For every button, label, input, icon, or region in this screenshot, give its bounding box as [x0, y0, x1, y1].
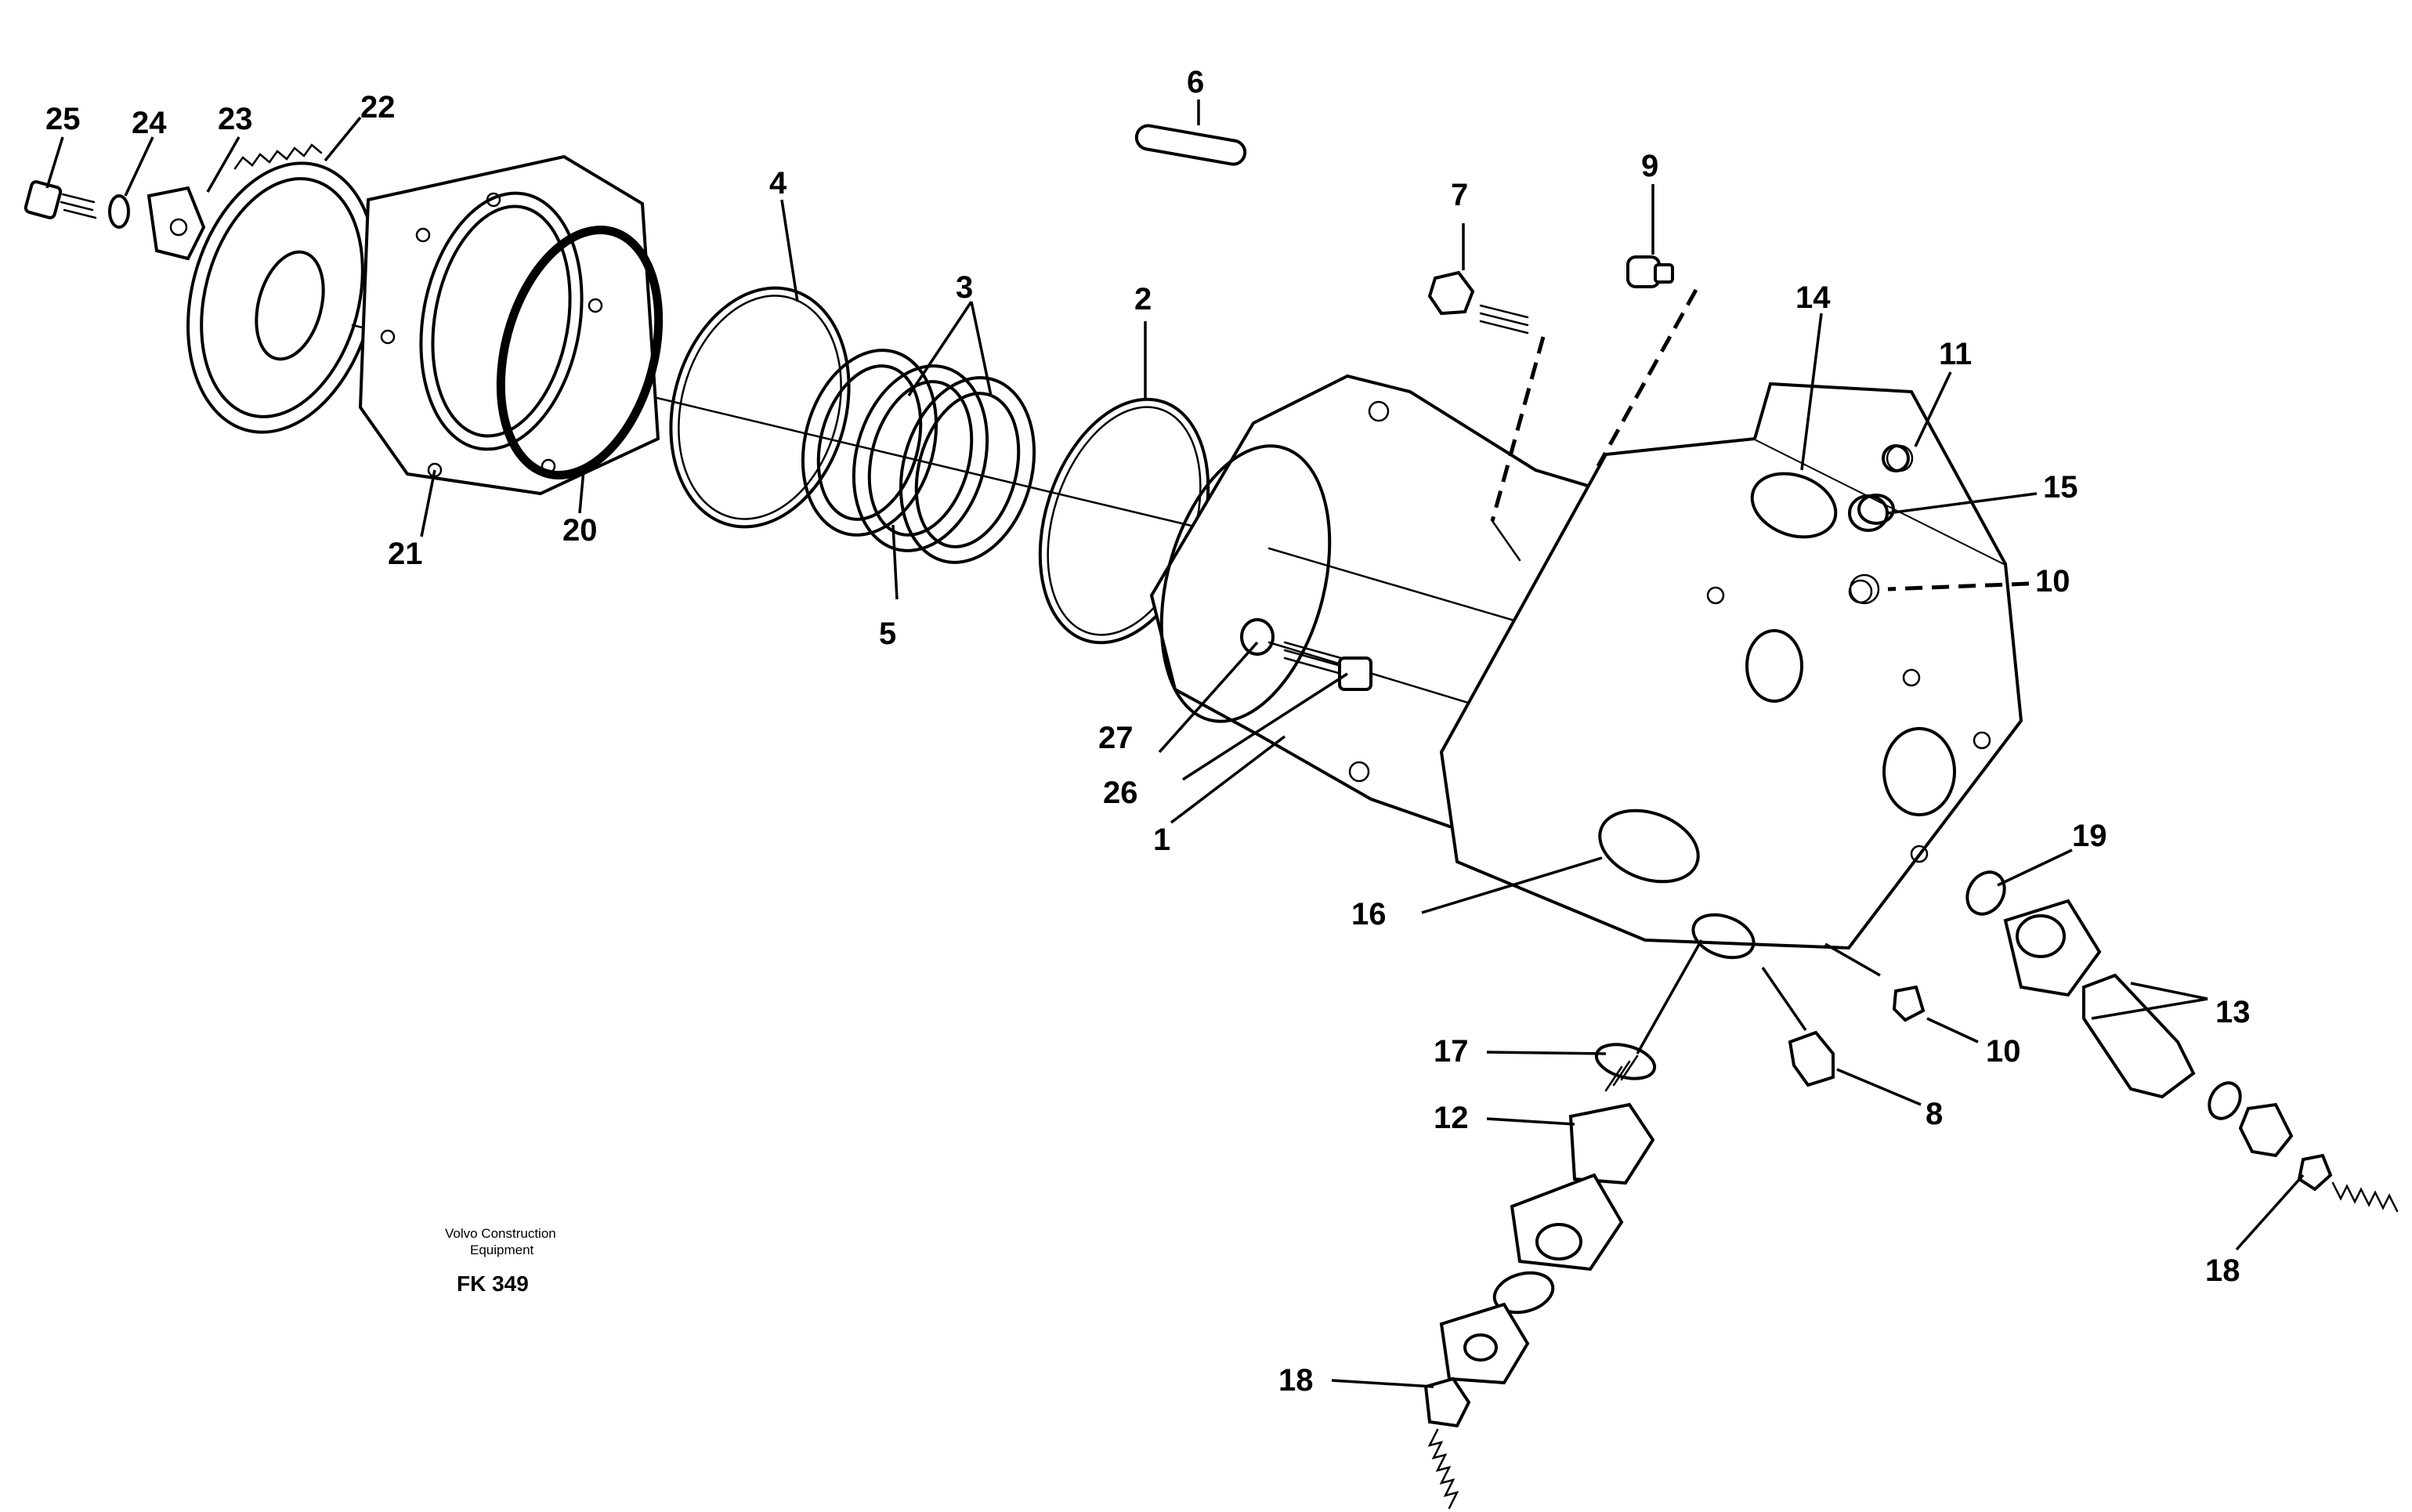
part-10-plug-upper	[1849, 573, 1880, 605]
callout-6: 6	[1187, 65, 1204, 99]
callout-17: 17	[1434, 1034, 1469, 1069]
part-23-nut	[146, 186, 206, 261]
part-10-plug-lower	[1892, 985, 1926, 1022]
callout-labels: 1 2 3 4 5 6 7 8 9 10 10 11 12 13 14 15 1…	[45, 65, 2251, 1398]
callout-9: 9	[1641, 149, 1658, 183]
callout-23: 23	[218, 102, 253, 136]
callout-2: 2	[1134, 282, 1152, 317]
drawing-identifier: Volvo Construction Equipment FK 349	[445, 1226, 556, 1296]
company-name-line1: Volvo Construction	[445, 1226, 556, 1241]
callout-8: 8	[1926, 1097, 1943, 1131]
part-7-axis-end	[1491, 519, 1521, 562]
valve-block	[1439, 382, 2023, 960]
callout-15: 15	[2043, 470, 2078, 505]
callout-21: 21	[388, 537, 423, 571]
part-22-gear	[186, 143, 378, 434]
callout-12: 12	[1434, 1101, 1469, 1135]
part-19-seal	[1965, 870, 2006, 916]
part-17-seal	[1594, 1043, 1657, 1080]
callout-11: 11	[1939, 337, 1972, 371]
callout-26: 26	[1103, 776, 1138, 810]
part-7-dashed-axis	[1490, 336, 1546, 522]
part-26-screw	[1283, 641, 1372, 691]
part-15-seal	[1848, 494, 1889, 532]
callout-22: 22	[360, 90, 396, 125]
part-6-key	[1134, 124, 1247, 166]
callout-10-upper: 10	[2035, 564, 2070, 599]
part-9-plug	[1626, 255, 1674, 288]
part-27-washer	[1240, 618, 1275, 656]
callout-5: 5	[879, 617, 896, 651]
leader-lines	[45, 99, 2305, 1388]
callout-1: 1	[1153, 823, 1170, 857]
callout-14: 14	[1795, 280, 1831, 315]
callout-24: 24	[132, 106, 167, 140]
part-4-snap-ring-inner	[678, 295, 842, 520]
callout-16: 16	[1351, 897, 1387, 931]
callout-25: 25	[45, 102, 81, 136]
callout-20: 20	[562, 513, 598, 548]
callout-27: 27	[1098, 721, 1134, 755]
part-25-bolt	[24, 180, 97, 219]
callout-4: 4	[769, 166, 787, 201]
part-4-snap-ring	[669, 286, 851, 529]
part-3-bearing-rings	[801, 349, 1036, 564]
part-11-plug	[1882, 444, 1910, 472]
part-13-valve-cartridge	[2003, 899, 2294, 1158]
part-18-nut-right	[2297, 1153, 2399, 1213]
part-18-nut-left	[1423, 1376, 1471, 1510]
part-8-plug	[1788, 1030, 1835, 1087]
callout-19: 19	[2072, 819, 2107, 853]
drawing-code: FK 349	[457, 1271, 529, 1296]
part-12-valve-cartridge	[1439, 1054, 1655, 1385]
callout-13: 13	[2215, 995, 2251, 1029]
part-7-nut	[1427, 270, 1529, 335]
part-9-dashed-axis	[1596, 288, 1698, 468]
callout-18-left: 18	[1278, 1363, 1314, 1398]
company-name-line2: Equipment	[470, 1243, 534, 1257]
callout-7: 7	[1451, 178, 1468, 212]
part-20-oring	[496, 226, 664, 479]
callout-3: 3	[956, 270, 973, 305]
callout-18-right: 18	[2205, 1253, 2240, 1288]
part-24-washer	[108, 194, 130, 229]
callout-10-lower: 10	[1986, 1034, 2021, 1069]
